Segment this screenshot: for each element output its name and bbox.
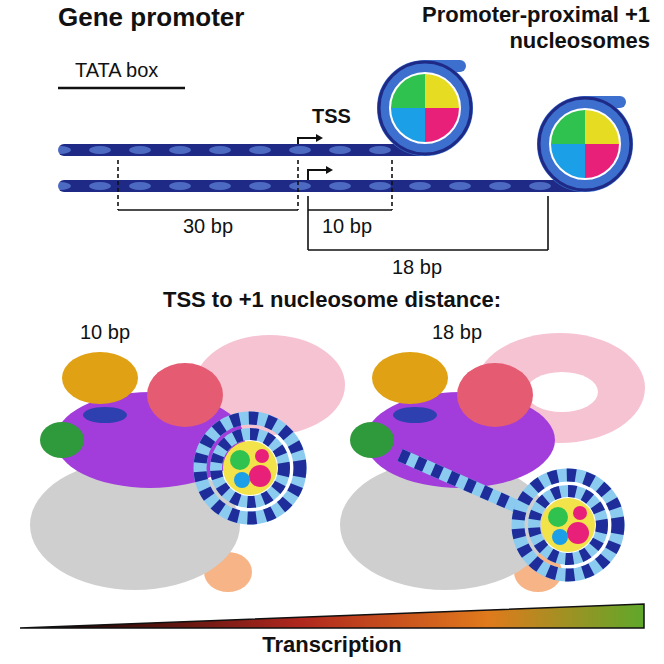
dimension-label: 10 bp [80,320,130,344]
tss-arrow [298,138,316,144]
tss-arrow [308,170,326,180]
section-heading: TSS to +1 nucleosome distance: [163,287,501,313]
nucleosome-structure [518,475,618,575]
linker-dna [400,455,525,510]
dna-strand [58,144,425,156]
heading: Promoter-proximal +1 nucleosomes [400,2,650,55]
dimension-lines [118,160,548,250]
dimension-label: 30 bp [183,214,233,238]
dimension-label: 18 bp [392,255,442,279]
arrow-head [326,166,333,174]
promoter-element: TATA box [75,58,158,82]
protein-hole [526,372,598,412]
tata-bar [58,87,185,90]
nucleosome-structure [200,418,300,518]
dimension-label: 18 bp [432,320,482,344]
axis-label: Transcription [262,632,401,658]
dna-strand [58,180,585,192]
heading: Gene promoter [58,2,244,33]
dimension-label: 10 bp [322,214,372,238]
nucleosome [539,98,631,190]
arrow-head [316,134,323,142]
transcription-wedge [20,604,644,628]
linker-dna [400,455,525,510]
tss-label: TSS [312,104,351,128]
nucleosome [379,62,471,154]
